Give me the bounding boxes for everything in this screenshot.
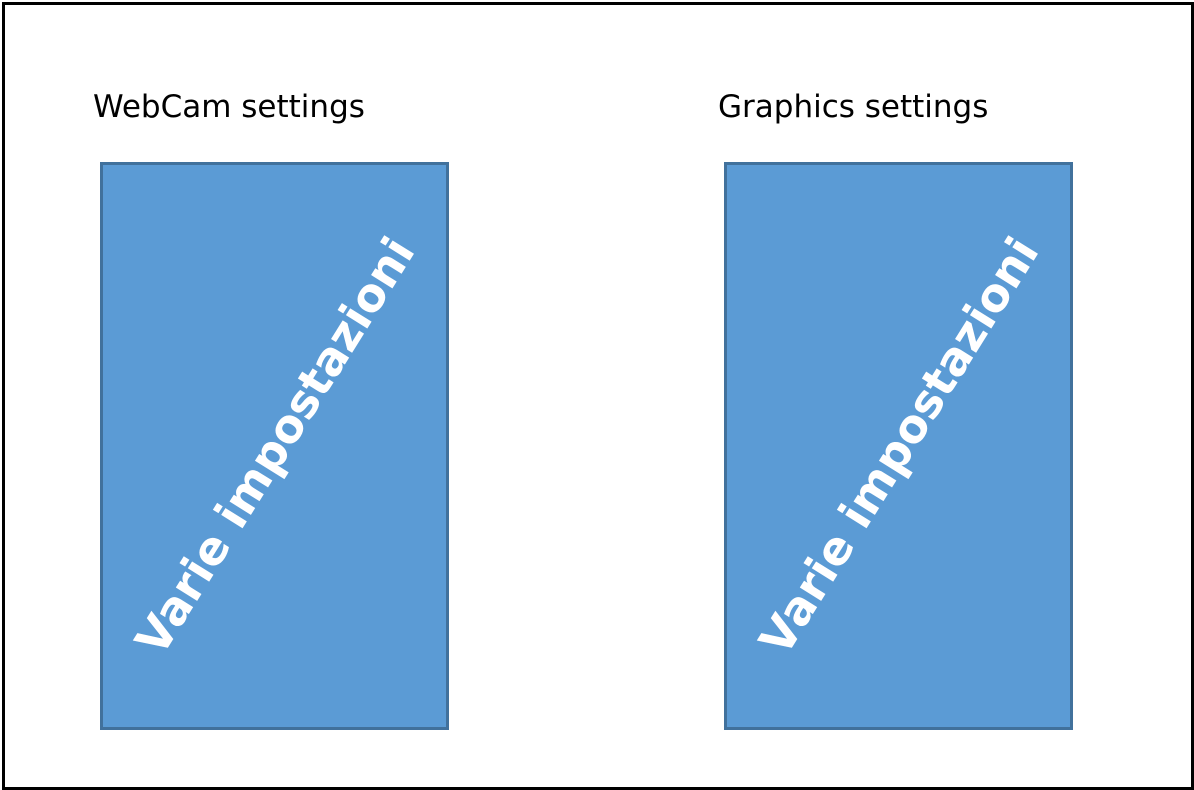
webcam-settings-panel[interactable]: Varie impostazioni [100,162,449,730]
graphics-settings-panel-label: Varie impostazioni [748,227,1049,665]
graphics-settings-title: Graphics settings [718,89,989,125]
webcam-settings-panel-label: Varie impostazioni [124,227,425,665]
webcam-settings-title: WebCam settings [93,89,365,125]
graphics-settings-panel[interactable]: Varie impostazioni [724,162,1073,730]
